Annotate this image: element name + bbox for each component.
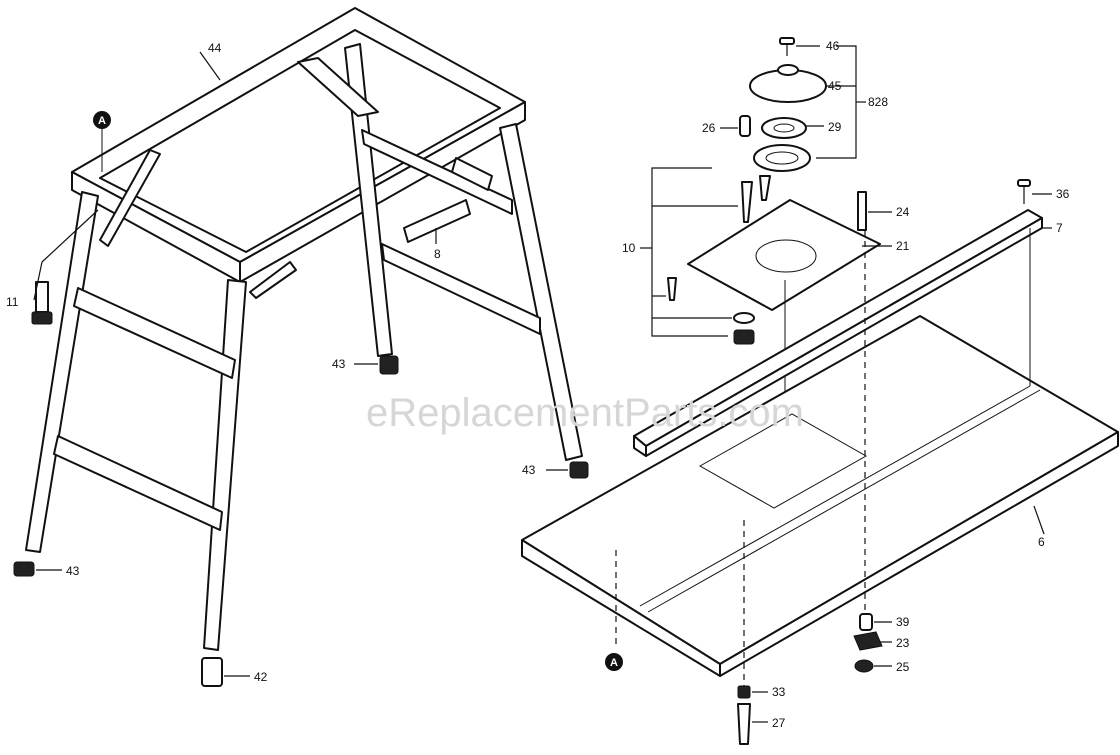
table-top: A bbox=[521, 228, 1119, 690]
label-43-front: 43 bbox=[66, 564, 80, 578]
label-8: 8 bbox=[434, 247, 441, 261]
label-23: 23 bbox=[896, 636, 910, 650]
label-828: 828 bbox=[868, 95, 888, 109]
label-43-rear-right: 43 bbox=[522, 463, 536, 477]
stand-assembly: A bbox=[13, 7, 589, 687]
label-43-rear-left: 43 bbox=[332, 357, 346, 371]
label-27: 27 bbox=[772, 716, 786, 730]
label-10: 10 bbox=[622, 241, 636, 255]
label-25: 25 bbox=[896, 660, 910, 674]
label-29: 29 bbox=[828, 120, 842, 134]
label-11: 11 bbox=[6, 295, 19, 309]
label-21: 21 bbox=[896, 239, 910, 253]
part-labels: 44 11 8 43 43 43 42 46 45 828 26 29 10 2… bbox=[6, 39, 1070, 730]
label-46: 46 bbox=[826, 39, 840, 53]
marker-a-bottom-text: A bbox=[610, 657, 618, 669]
label-6: 6 bbox=[1038, 535, 1045, 549]
label-7: 7 bbox=[1056, 221, 1063, 235]
marker-a-bottom bbox=[605, 653, 623, 671]
marker-a-top bbox=[93, 111, 111, 129]
label-44: 44 bbox=[208, 41, 222, 55]
label-24: 24 bbox=[896, 205, 910, 219]
label-26: 26 bbox=[702, 121, 716, 135]
label-42: 42 bbox=[254, 670, 268, 684]
fence-rail bbox=[633, 179, 1043, 457]
watermark-text: eReplacementParts.com bbox=[366, 391, 804, 435]
label-39: 39 bbox=[896, 615, 910, 629]
leader-lines bbox=[33, 45, 1052, 723]
label-45: 45 bbox=[828, 79, 842, 93]
label-36: 36 bbox=[1056, 187, 1070, 201]
marker-a-top-text: A bbox=[98, 115, 106, 127]
label-33: 33 bbox=[772, 685, 786, 699]
hardware-below bbox=[737, 613, 883, 745]
